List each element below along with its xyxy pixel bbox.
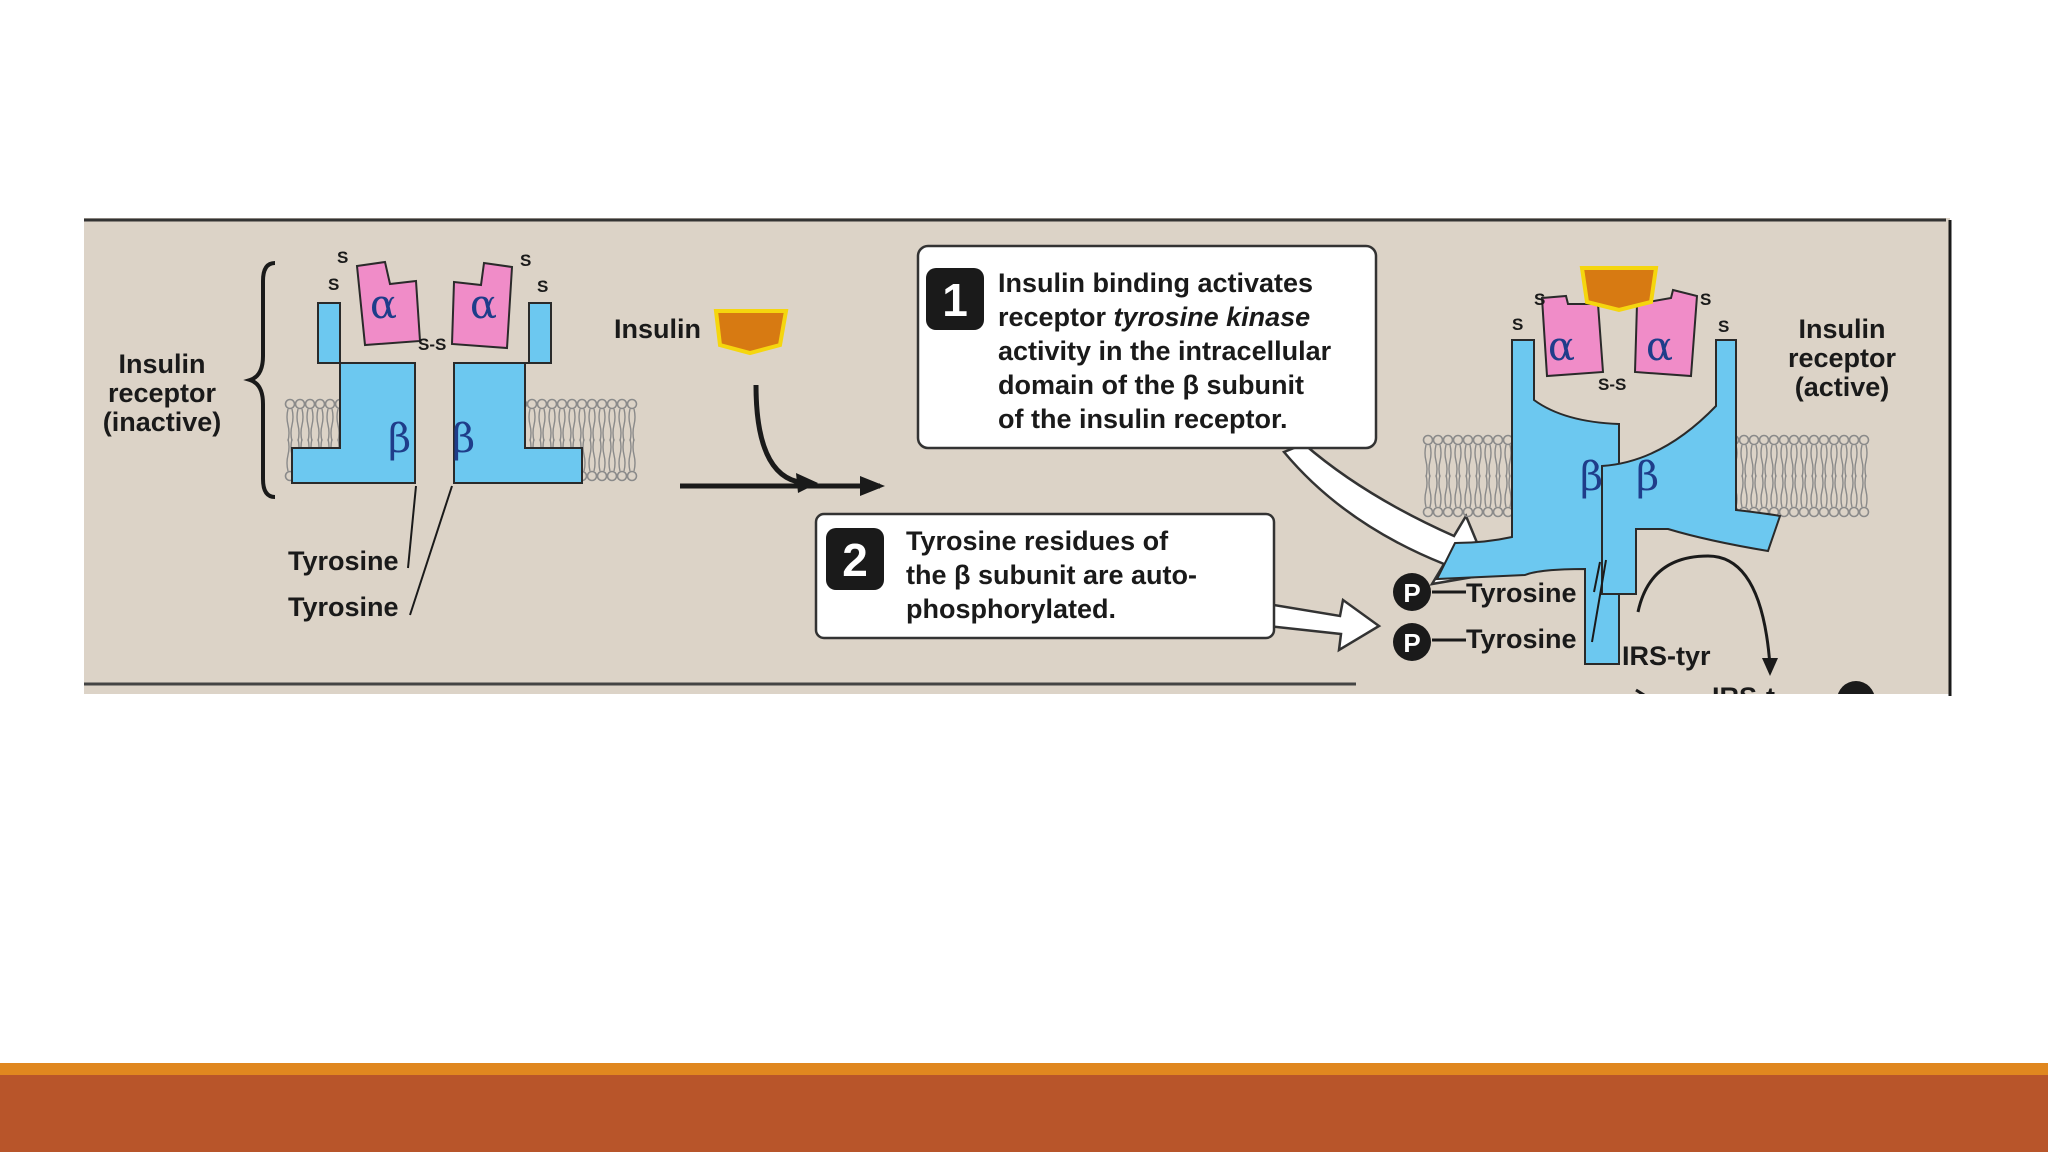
step-1-line2: receptor tyrosine kinase [998,302,1310,332]
insulin-molecule-icon [713,309,789,356]
sulfur-label: S [537,277,548,296]
step-1-badge [926,268,984,330]
irs-curved-arrow [1636,554,1772,667]
inactive-label-line3: (inactive) [103,407,222,437]
phosphate-icon [1393,573,1431,611]
step-1-line4: domain of the β subunit [998,370,1304,400]
step-1-line1: Insulin binding activates [998,268,1313,298]
tyrosine-pointer-line [409,485,453,616]
sulfur-label: S [1718,317,1729,336]
tyrosine-pointer-line [1591,559,1607,643]
reaction-arrowhead [860,476,885,496]
beta-symbol-right: β [1636,454,1659,500]
footer-bar [0,1075,2048,1152]
irs-cut-label: IRS-t [1712,682,1775,712]
tyrosine-pointer-line [407,485,417,569]
irs-lower-arrow [1635,688,1646,694]
phosphate-icon [1393,623,1431,661]
step-2-line1: Tyrosine residues of [906,526,1169,556]
alpha-subunit-left [355,260,422,347]
inactive-label-line2: receptor [108,378,217,408]
inactive-receptor: α α β β S-S S S S S Insulin receptor (in… [103,248,638,622]
beta-subunit-left [1435,339,1620,665]
active-label-line2: receptor [1788,343,1897,373]
sulfur-label: S [520,251,531,270]
beta-subunit-right [1601,339,1782,595]
step-2-number: 2 [842,534,868,586]
beta-symbol-left: β [388,416,411,462]
active-label-line1: Insulin [1799,314,1886,344]
step-2-callout: 2 Tyrosine residues of the β subunit are… [814,512,1382,653]
inactive-label-line1: Insulin [119,349,206,379]
alpha-symbol-right: α [1646,324,1673,370]
tyrosine-label-top: Tyrosine [288,546,399,576]
beta-symbol-left: β [1580,454,1603,500]
footer-accent-bar [0,1063,2048,1075]
alpha-symbol-left: α [1548,324,1575,370]
beta-subunit-left [291,302,416,484]
step-1-line5: of the insulin receptor. [998,404,1288,434]
irs-tyr-label: IRS-tyr [1622,641,1711,671]
sulfur-label: S [337,248,348,267]
tyrosine-label-bottom: Tyrosine [1466,624,1577,654]
phosphate-icon-partial [1837,681,1875,694]
active-receptor: α α β β S-S S S S S Insulin receptor (ac… [1393,266,1897,712]
alpha-subunit-right [1633,288,1699,378]
step-1-arrow [1281,442,1492,586]
alpha-subunit-right [450,261,514,350]
sulfur-label: S [1512,315,1523,334]
phosphate-label: P [1403,578,1420,608]
step-1-line3: activity in the intracellular [998,336,1332,366]
insulin-binding-arrow: Insulin [614,309,885,496]
brace [243,261,276,499]
tyrosine-pointer-line [1593,561,1601,593]
step-2-line3: phosphorylated. [906,594,1116,624]
bound-insulin-icon [1579,266,1659,313]
irs-arrowhead [1762,658,1778,676]
step-2-badge [826,528,884,590]
sulfur-label: S [328,275,339,294]
insulin-label: Insulin [614,314,701,344]
active-label-line3: (active) [1795,372,1890,402]
step-2-arrow [1266,597,1382,653]
figure-panel: α α β β S-S S S S S Insulin receptor (in… [84,218,1950,712]
sulfur-label: S [1700,290,1711,309]
alpha-symbol-right: α [470,282,497,328]
beta-symbol-right: β [452,416,475,462]
step-2-line2: the β subunit are auto- [906,560,1197,590]
tyrosine-label-top: Tyrosine [1466,578,1577,608]
disulfide-label: S-S [418,335,446,354]
disulfide-label: S-S [1598,375,1626,394]
beta-subunit-right [453,302,583,484]
step-1-number: 1 [942,274,968,326]
step-1-callout: 1 Insulin binding activates receptor tyr… [916,244,1492,586]
insulin-curved-arrowhead [796,473,818,493]
tyrosine-label-bottom: Tyrosine [288,592,399,622]
alpha-symbol-left: α [370,282,397,328]
phosphate-label: P [1403,628,1420,658]
sulfur-label: S [1534,290,1545,309]
